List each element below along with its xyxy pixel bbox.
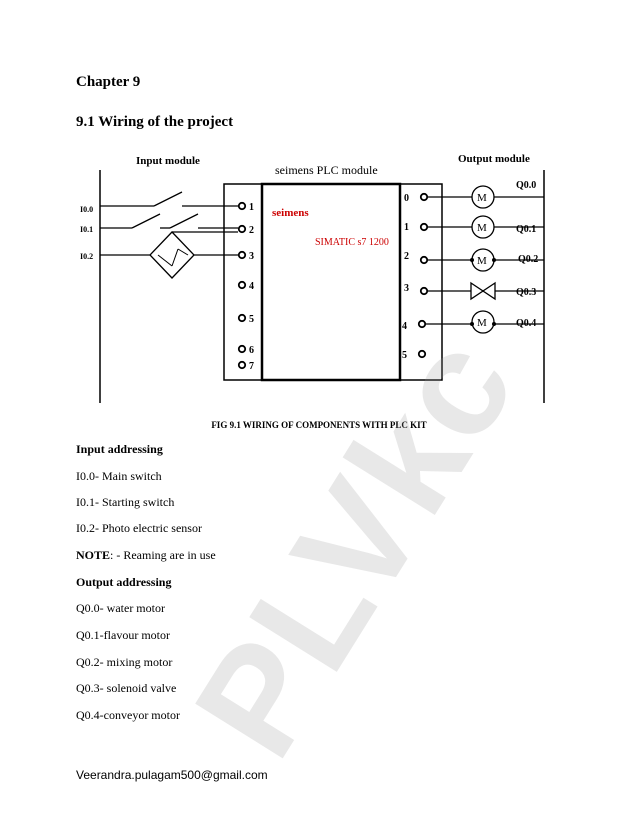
input-terminal-label-2: 2 <box>249 225 254 236</box>
motor-0: M <box>471 185 495 209</box>
input-module-label: Input module <box>136 155 200 167</box>
motor-2: M <box>470 248 496 272</box>
output-item-4: Q0.4-conveyor motor <box>76 708 180 722</box>
sensor-inner-c <box>177 248 189 256</box>
switch-1a <box>131 213 161 229</box>
plc-module-label: seimens PLC module <box>275 163 378 177</box>
input-terminal-label-4: 4 <box>249 281 254 292</box>
note-label: NOTE <box>76 548 111 562</box>
input-terminal-6 <box>237 344 247 354</box>
output-terminal-label-3: 3 <box>404 283 409 294</box>
output-terminal-label-2: 2 <box>404 251 409 262</box>
output-addressing-title: Output addressing <box>76 575 172 589</box>
output-terminal-5 <box>417 349 427 359</box>
input-terminal-2 <box>237 224 247 234</box>
chapter-heading: Chapter 9 <box>76 74 141 90</box>
input-address-0: I0.0 <box>80 205 93 214</box>
output-terminal-label-4: 4 <box>402 321 407 332</box>
input-terminal-label-7: 7 <box>249 361 254 372</box>
input-terminal-5 <box>237 313 247 323</box>
output-terminal-label-5: 5 <box>402 350 407 361</box>
switch-1b <box>169 213 199 229</box>
output-item-0: Q0.0- water motor <box>76 601 165 615</box>
motor-1: M <box>471 215 495 239</box>
plc-brand: seimens <box>272 207 309 219</box>
input-terminal-label-1: 1 <box>249 202 254 213</box>
motor-4-symbol: M <box>477 317 487 329</box>
input-item-1: I0.1- Starting switch <box>76 495 175 509</box>
sensor-inner-b <box>171 248 179 267</box>
output-address-3: Q0.3 <box>516 287 536 298</box>
input-terminals: 1 2 3 4 5 6 7 <box>237 201 254 372</box>
input-terminal-4 <box>237 280 247 290</box>
motor-2-symbol: M <box>477 255 487 267</box>
section-heading: 9.1 Wiring of the project <box>76 114 234 130</box>
sensor-inner-a <box>157 254 173 267</box>
input-terminal-label-3: 3 <box>249 251 254 262</box>
output-item-3: Q0.3- solenoid valve <box>76 681 177 695</box>
output-item-2: Q0.2- mixing motor <box>76 655 173 669</box>
output-terminal-label-1: 1 <box>404 222 409 233</box>
input-item-0: I0.0- Main switch <box>76 469 162 483</box>
input-terminal-7 <box>237 360 247 370</box>
footer-email: Veerandra.pulagam500@gmail.com <box>76 768 268 782</box>
plc-model: SIMATIC s7 1200 <box>315 237 389 248</box>
output-address-1: Q0.1 <box>516 224 536 235</box>
output-terminal-4 <box>417 319 427 329</box>
input-terminal-label-5: 5 <box>249 314 254 325</box>
note-text: : - Reaming are in use <box>110 548 216 562</box>
figure-caption: FIG 9.1 WIRING OF COMPONENTS WITH PLC KI… <box>211 420 427 430</box>
input-addressing-title: Input addressing <box>76 442 163 456</box>
input-address-1: I0.1 <box>80 225 93 234</box>
output-terminal-1 <box>419 222 429 232</box>
output-terminal-0 <box>419 192 429 202</box>
output-item-1: Q0.1-flavour motor <box>76 628 170 642</box>
input-address-2: I0.2 <box>80 252 93 261</box>
output-terminal-2 <box>419 255 429 265</box>
output-address-2: Q0.2 <box>518 254 538 265</box>
solenoid-valve-icon <box>470 281 496 301</box>
plc-inner-box <box>260 182 402 382</box>
output-terminal-3 <box>419 286 429 296</box>
output-address-4: Q0.4 <box>516 318 536 329</box>
motor-0-symbol: M <box>477 192 487 204</box>
input-terminal-3 <box>237 250 247 260</box>
output-terminal-label-0: 0 <box>404 193 409 204</box>
input-item-2: I0.2- Photo electric sensor <box>76 521 202 535</box>
input-terminal-1 <box>237 201 247 211</box>
motor-1-symbol: M <box>477 222 487 234</box>
photo-sensor-icon <box>149 231 195 279</box>
wiring-diagram: Input module seimens PLC module Output m… <box>80 153 545 403</box>
input-terminal-label-6: 6 <box>249 345 254 356</box>
output-module-label: Output module <box>458 153 530 165</box>
switch-0 <box>153 191 183 207</box>
output-address-0: Q0.0 <box>516 180 536 191</box>
note-line: NOTE: - Reaming are in use <box>76 548 216 563</box>
motor-4: M <box>470 310 496 334</box>
output-terminals: 0 1 2 3 4 5 <box>402 192 429 361</box>
